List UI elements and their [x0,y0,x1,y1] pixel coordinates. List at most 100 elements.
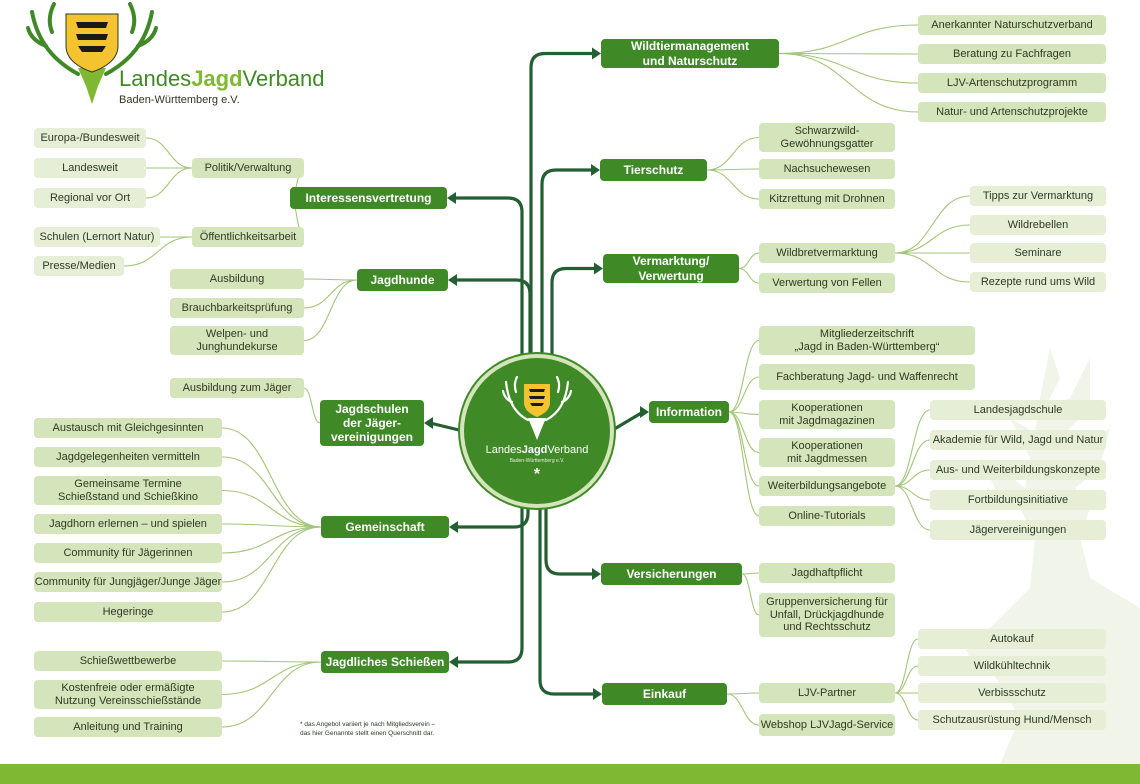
arrowhead-einkauf [593,688,602,700]
center-word-2: Jagd [521,444,548,456]
branch-line-schiessen [453,499,524,664]
item-öffentlichkeitsarbeit: Öffentlichkeitsarbeit [192,227,304,247]
link-jagdhorn-erlernen-und-spielen [221,523,322,528]
subitem-seminare: Seminare [970,243,1106,263]
center-wordmark: LandesJagdVerband [464,444,610,456]
link-jagdhaftpflicht [741,572,760,575]
link-online-tutorials [728,411,760,517]
link-beratung-zu-fachfragen [778,52,919,55]
item-welpen-und-junghundekurse: Welpen- und Junghundekurse [170,326,304,355]
item-kostenfreie-oder-ermäßigte-nutzung-verei: Kostenfreie oder ermäßigte Nutzung Verei… [34,680,222,709]
item-webshop-ljvjagd-service: Webshop LJVJagd-Service [759,714,895,736]
link-europa-bundesweit [145,137,193,169]
item-community-für-jägerinnen: Community für Jägerinnen [34,543,222,563]
center-logo-circle: LandesJagdVerband Baden-Württemberg e.V.… [464,358,610,504]
center-antler-icon [502,376,572,440]
subitem-landesjagdschule: Landesjagdschule [930,400,1106,420]
ljv-logo [26,2,158,104]
subitem-landesweit: Landesweit [34,158,146,178]
category-versicherungen: Versicherungen [601,563,742,585]
subitem-autokauf: Autokauf [918,629,1106,649]
category-schiessen: Jagdliches Schießen [321,651,449,673]
item-jagdhaftpflicht: Jagdhaftpflicht [759,563,895,583]
arrowhead-jagdschulen [424,417,433,429]
branch-line-gemeinschaft [453,499,530,529]
item-verwertung-von-fellen: Verwertung von Fellen [759,273,895,293]
item-natur-und-artenschutzprojekte: Natur- und Artenschutzprojekte [918,102,1106,122]
link-schutzausrüstung-hund-mensch [894,692,919,721]
item-beratung-zu-fachfragen: Beratung zu Fachfragen [918,44,1106,64]
link-weiterbildungsangebote [728,411,760,487]
link-jagdgelegenheiten-vermitteln [221,456,322,528]
item-schwarzwild-gewöhnungsgatter: Schwarzwild- Gewöhnungsgatter [759,123,895,152]
arrowhead-information [640,406,649,418]
link-mitgliederzeitschrift-jagd-in-baden-würt [728,339,760,413]
item-kooperationen-mit-jagdmessen: Kooperationen mit Jagdmessen [759,438,895,467]
link-community-für-jungjäger-junge-jäger [221,526,322,583]
link-hegeringe [221,526,322,613]
logo-wordmark: LandesJagdVerband [119,66,325,92]
center-word-1: Landes [485,444,522,456]
link-aus-und-weiterbildungskonzepte [894,469,931,487]
center-asterisk: * [533,466,541,483]
link-ljv-partner [726,692,760,695]
arrowhead-versicherungen [592,568,601,580]
center-word-3: Verband [547,444,589,456]
link-fachberatung-jagd-und-waffenrecht [728,376,760,413]
item-ausbildung: Ausbildung [170,269,304,289]
link-kostenfreie-oder-ermäßigte-nutzung-verei [221,661,322,696]
item-hegeringe: Hegeringe [34,602,222,622]
link-brauchbarkeitsprüfung [303,279,358,309]
logo-word-2: Jagd [191,66,243,91]
link-ausbildung [303,278,358,281]
logo-word-3: Verband [242,66,325,91]
subitem-verbissschutz: Verbissschutz [918,683,1106,703]
subitem-tipps-zur-vermarktung: Tipps zur Vermarktung [970,186,1106,206]
link-wildrebellen [894,224,971,254]
item-austausch-mit-gleichgesinnten: Austausch mit Gleichgesinnten [34,418,222,438]
subitem-aus-und-weiterbildungskonzepte: Aus- und Weiterbildungskonzepte [930,460,1106,480]
item-jagdgelegenheiten-vermitteln: Jagdgelegenheiten vermitteln [34,447,222,467]
item-ljv-partner: LJV-Partner [759,683,895,703]
item-ausbildung-zum-jäger: Ausbildung zum Jäger [170,378,304,398]
link-jägervereinigungen [894,485,931,531]
subitem-akademie-für-wild-jagd-und-natur: Akademie für Wild, Jagd und Natur [930,430,1106,450]
subitem-wildkühltechnik: Wildkühltechnik [918,656,1106,676]
link-webshop-ljvjagd-service [726,693,760,726]
branch-line-einkauf [538,499,598,696]
link-ausbildung-zum-jäger [303,387,321,424]
arrowhead-interessen [447,192,456,204]
category-tierschutz: Tierschutz [600,159,707,181]
link-kitzrettung-mit-drohnen [706,169,760,200]
item-ljv-artenschutzprogramm: LJV-Artenschutzprogramm [918,73,1106,93]
subitem-schutzausrüstung-hund-mensch: Schutzausrüstung Hund/Mensch [918,710,1106,730]
category-vermarktung: Vermarktung/ Verwertung [603,254,739,283]
link-ljv-artenschutzprogramm [778,52,919,84]
link-presse-medien [123,236,193,267]
link-community-für-jägerinnen [221,526,322,554]
item-jagdhorn-erlernen-und-spielen: Jagdhorn erlernen – und spielen [34,514,222,534]
link-akademie-für-wild-jagd-und-natur [894,439,931,487]
arrowhead-tierschutz [591,164,600,176]
link-natur-und-artenschutzprojekte [778,52,919,113]
arrowhead-gemeinschaft [449,521,458,533]
link-verwertung-von-fellen [738,267,760,284]
item-community-für-jungjäger-junge-jäger: Community für Jungjäger/Junge Jäger [34,572,222,592]
item-brauchbarkeitsprüfung: Brauchbarkeitsprüfung [170,298,304,318]
center-subtitle: Baden-Württemberg e.V. [509,458,565,464]
logo-subtitle: Baden-Württemberg e.V. [119,94,240,106]
category-information: Information [649,401,729,423]
branch-line-wildtier [529,51,597,363]
subitem-schulen-lernort-natur: Schulen (Lernort Natur) [34,227,160,247]
item-weiterbildungsangebote: Weiterbildungsangebote [759,476,895,496]
category-einkauf: Einkauf [602,683,727,705]
category-jagdschulen: Jagdschulen der Jäger- vereinigungen [320,400,424,446]
item-online-tutorials: Online-Tutorials [759,506,895,526]
subitem-europa-bundesweit: Europa-/Bundesweit [34,128,146,148]
link-wildbretvermarktung [738,252,760,270]
item-mitgliederzeitschrift-jagd-in-baden-würt: Mitgliederzeitschrift „Jagd in Baden-Wür… [759,326,975,355]
link-wildkühltechnik [894,665,919,694]
subitem-fortbildungsinitiative: Fortbildungsinitiative [930,490,1106,510]
branch-line-versicherungen [544,499,597,576]
